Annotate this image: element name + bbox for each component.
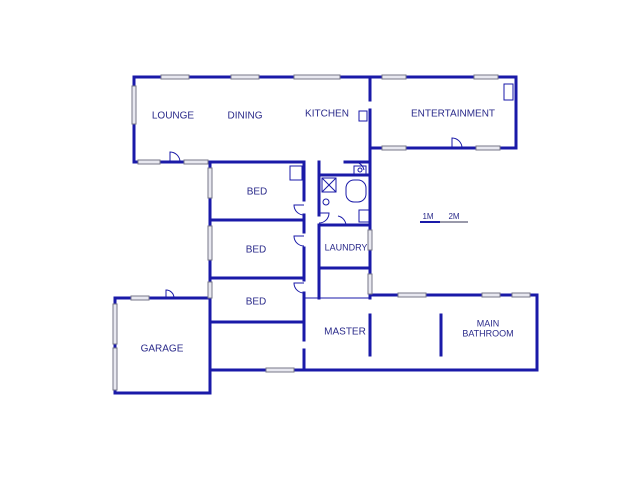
- scale-bar: 1M 2M: [420, 212, 468, 223]
- doors: [165, 137, 463, 299]
- room-label-main-bathroom-line2: BATHROOM: [462, 328, 513, 338]
- room-label-bed-2: BED: [246, 245, 267, 256]
- room-label-laundry: LAUNDRY: [325, 242, 368, 252]
- toilet-icon: [322, 198, 330, 206]
- walls: [113, 75, 539, 395]
- room-label-entertainment: ENTERTAINMENT: [411, 109, 495, 120]
- laundry-basin-icon: [358, 209, 370, 223]
- fixtures: [289, 83, 514, 223]
- scale-label-2m: 2M: [448, 212, 459, 221]
- cupboard-icon: [289, 165, 303, 181]
- room-label-bed-1: BED: [247, 187, 268, 198]
- shower-icon: [321, 177, 337, 193]
- windows: [112, 74, 531, 391]
- room-label-main-bathroom-line1: MAIN: [477, 318, 500, 328]
- room-labels: LOUNGE DINING KITCHEN ENTERTAINMENT BED …: [141, 109, 514, 355]
- bathtub-icon: [345, 179, 367, 203]
- basin-icon: [353, 165, 367, 175]
- room-label-master: MASTER: [324, 327, 366, 338]
- room-label-lounge: LOUNGE: [152, 111, 195, 122]
- room-label-bed-3: BED: [246, 297, 267, 308]
- scale-label-1m: 1M: [422, 212, 433, 221]
- room-label-garage: GARAGE: [141, 344, 184, 355]
- room-label-kitchen: KITCHEN: [305, 109, 349, 120]
- fireplace-icon: [503, 83, 514, 101]
- room-label-dining: DINING: [228, 111, 263, 122]
- stove-icon: [358, 110, 368, 122]
